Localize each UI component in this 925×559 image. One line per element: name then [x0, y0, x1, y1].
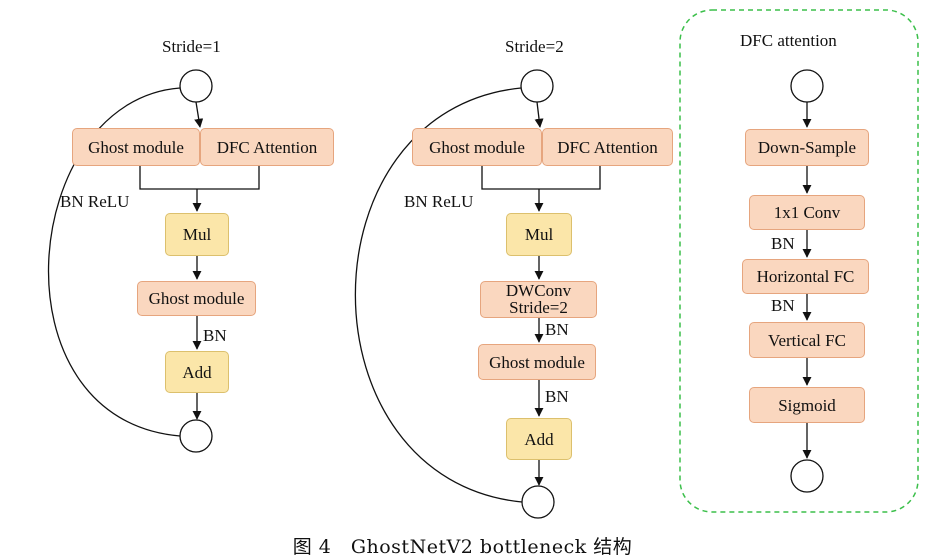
middle-dwconv-label: DWConv — [505, 281, 572, 301]
left-merge-line — [139, 166, 260, 190]
left-dfc-attention-box: DFC Attention — [200, 128, 334, 166]
dfc-sigmoid-box: Sigmoid — [749, 387, 865, 423]
left-input-node — [179, 69, 213, 103]
middle-bn-relu-label: BN ReLU — [404, 192, 474, 211]
middle-arrow-input-to-modules — [534, 101, 544, 128]
dfc-vertical-fc-box: Vertical FC — [749, 322, 865, 358]
figure-caption: 图 4 GhostNetV2 bottleneck 结构 — [292, 536, 633, 558]
middle-input-node — [520, 69, 554, 103]
middle-ghost-module-bottom-box: Ghost module — [478, 344, 596, 380]
dfc-down-sample-box: Down-Sample — [745, 129, 869, 166]
left-bn-label: BN — [203, 326, 227, 345]
dfc-bn2-label: BN — [771, 296, 795, 315]
middle-dfc-attention-box: DFC Attention — [542, 128, 673, 166]
middle-bn-label: BN — [545, 387, 569, 406]
left-bn-relu-label: BN ReLU — [60, 192, 130, 211]
dfc-horizontal-fc-box: Horizontal FC — [742, 259, 869, 294]
dfc-bn1-label: BN — [771, 234, 795, 253]
middle-add-box: Add — [506, 418, 572, 460]
middle-dwconv-box: DWConv Stride=2 — [480, 281, 597, 318]
middle-skip-connection — [354, 87, 523, 503]
middle-title: Stride=2 — [505, 37, 564, 56]
dfc-input-node — [790, 69, 824, 103]
dfc-output-node — [790, 459, 824, 493]
middle-ghost-module-box: Ghost module — [412, 128, 542, 166]
dfc-title: DFC attention — [740, 31, 837, 50]
left-ghost-module-box: Ghost module — [72, 128, 200, 166]
middle-bn-after-dwconv-label: BN — [545, 320, 569, 339]
left-mul-box: Mul — [165, 213, 229, 256]
left-ghost-module-bottom-box: Ghost module — [137, 281, 256, 316]
middle-merge-line — [481, 166, 601, 190]
dfc-conv1x1-box: 1x1 Conv — [749, 195, 865, 230]
middle-output-node — [521, 485, 555, 519]
left-skip-connection — [48, 87, 181, 437]
middle-dwconv-stride-label: Stride=2 — [509, 297, 568, 317]
left-title: Stride=1 — [162, 37, 221, 56]
dfc-dashed-frame — [679, 9, 919, 513]
left-output-node — [179, 419, 213, 453]
middle-mul-box: Mul — [506, 213, 572, 256]
left-add-box: Add — [165, 351, 229, 393]
left-arrow-input-to-modules — [194, 101, 204, 128]
